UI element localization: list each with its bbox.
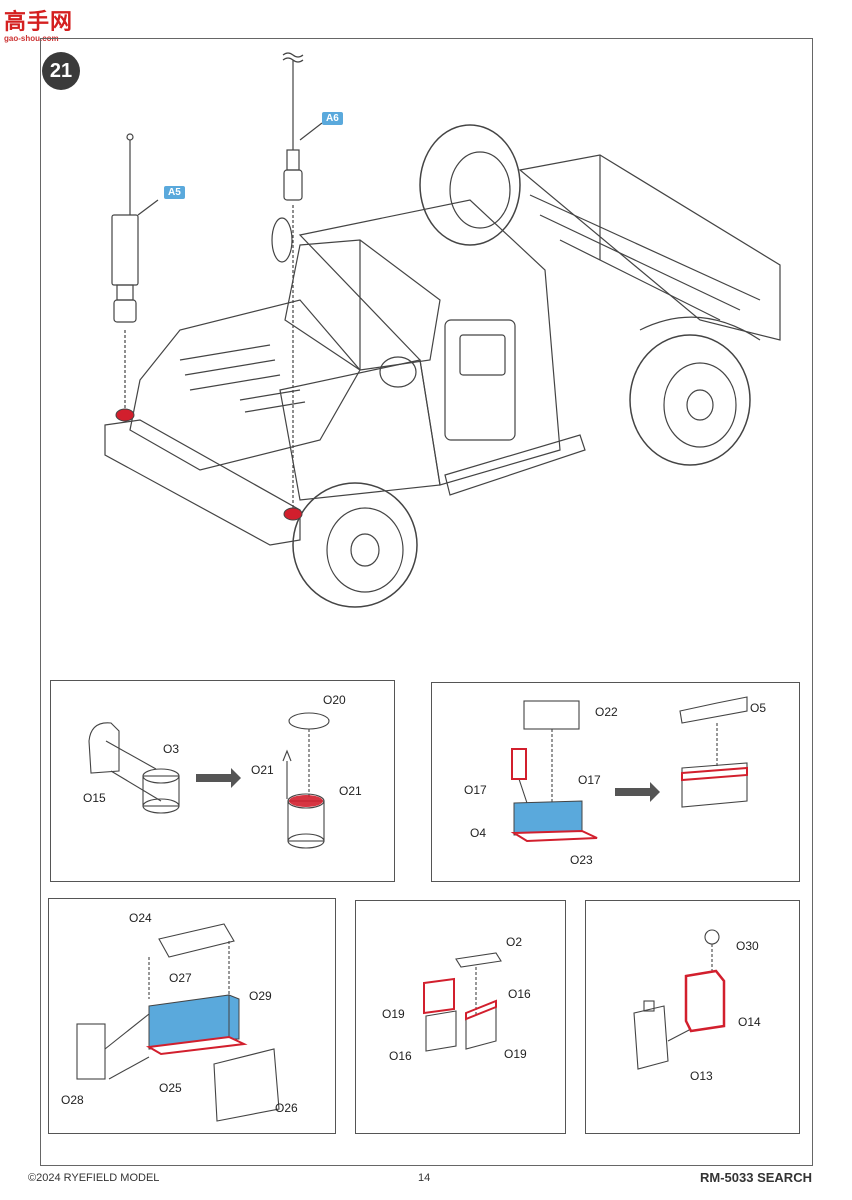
label-o27: O27: [169, 971, 192, 985]
watermark: 高手网 gao-shou.com: [4, 4, 73, 43]
part-tag-a6: A6: [322, 112, 343, 125]
label-o13: O13: [690, 1069, 713, 1083]
label-o5: O5: [750, 701, 767, 715]
label-o23: O23: [570, 853, 593, 867]
sub-assembly-box-5: O30 O14 O13: [585, 900, 800, 1134]
footer-copyright: ©2024 RYEFIELD MODEL: [28, 1172, 160, 1184]
label-o19-right: O19: [504, 1047, 527, 1061]
footer-page-number: 14: [418, 1172, 431, 1184]
sub-assembly-box-2: O22 O5 O17 O17 O4 O23: [431, 682, 800, 882]
label-o15: O15: [83, 791, 106, 805]
box3-drawing: [76, 923, 280, 1122]
watermark-logo: 高手网: [4, 9, 74, 34]
label-o29: O29: [249, 989, 272, 1003]
label-o30: O30: [736, 939, 759, 953]
label-o17-left: O17: [464, 783, 487, 797]
page-frame: [40, 38, 813, 1166]
label-o28: O28: [61, 1093, 84, 1107]
label-o16-left: O16: [389, 1049, 412, 1063]
box4-drawing: [423, 952, 502, 1052]
label-o3: O3: [163, 742, 180, 756]
label-o20: O20: [323, 693, 346, 707]
sub-assembly-box-1: O3 O15 O20 O21 O21: [50, 680, 395, 882]
label-o25: O25: [159, 1081, 182, 1095]
box2-drawing: [510, 696, 748, 843]
label-o21-right: O21: [339, 784, 362, 798]
label-o17-right: O17: [578, 773, 601, 787]
label-o14: O14: [738, 1015, 761, 1029]
sub-assembly-box-4: O2 O19 O16 O16 O19: [355, 900, 566, 1134]
footer-brand: RM-5033 SEARCH: [700, 1170, 812, 1185]
label-o21-left: O21: [251, 763, 274, 777]
sub-assembly-box-3: O24 O27 O29 O28 O25 O26: [48, 898, 336, 1134]
box1-drawing: [88, 712, 330, 849]
part-tag-a5: A5: [164, 186, 185, 199]
label-o26: O26: [275, 1101, 298, 1115]
box5-drawing: [633, 929, 726, 1070]
label-o2: O2: [506, 935, 523, 949]
watermark-url: gao-shou.com: [4, 34, 59, 43]
label-o19-left: O19: [382, 1007, 405, 1021]
label-o16-right: O16: [508, 987, 531, 1001]
label-o4: O4: [470, 826, 487, 840]
label-o22: O22: [595, 705, 618, 719]
label-o24: O24: [129, 911, 152, 925]
step-number-badge: 21: [42, 52, 80, 90]
vehicle-illustration: [104, 52, 781, 608]
